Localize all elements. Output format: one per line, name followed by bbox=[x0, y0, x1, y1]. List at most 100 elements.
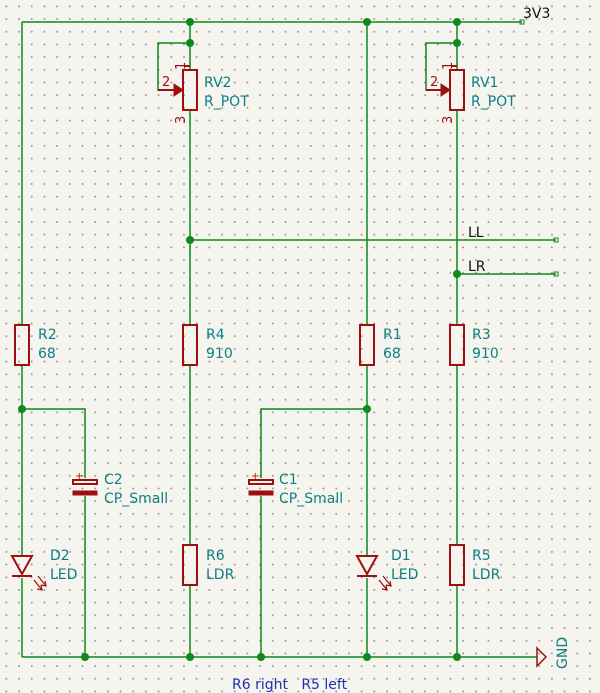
c1-value: CP_Small bbox=[279, 491, 343, 507]
r2-value: 68 bbox=[38, 346, 56, 362]
r6-body bbox=[182, 544, 198, 586]
d1-arrow-icon bbox=[385, 580, 392, 587]
junction-dot bbox=[453, 653, 461, 661]
junction-dot bbox=[257, 653, 265, 661]
c2-capacitor[interactable]: + C2 CP_Small bbox=[72, 471, 168, 507]
d1-arrow-icon bbox=[381, 584, 388, 591]
junction-dot bbox=[363, 405, 371, 413]
rv1-body bbox=[449, 69, 465, 111]
c1-plate-positive bbox=[248, 479, 274, 485]
r3-body bbox=[449, 324, 465, 366]
rv1-pin2: 2 bbox=[430, 75, 438, 90]
rv1-ref: RV1 bbox=[471, 75, 498, 91]
c2-value: CP_Small bbox=[104, 491, 168, 507]
r3-resistor[interactable]: R3 910 bbox=[449, 324, 499, 366]
rv1-value: R_POT bbox=[471, 94, 516, 110]
d1-light-ray bbox=[378, 579, 388, 591]
r2-resistor[interactable]: R2 68 bbox=[14, 324, 57, 366]
d1-light-ray bbox=[382, 575, 392, 587]
rv1-pin3: 3 bbox=[441, 116, 456, 124]
junction-dot bbox=[453, 270, 461, 278]
d2-triangle-icon bbox=[10, 555, 34, 577]
c2-polarity: + bbox=[75, 471, 83, 482]
d1-led[interactable]: D1 LED bbox=[355, 548, 418, 591]
junction-dot bbox=[363, 18, 371, 26]
gnd-symbol[interactable]: GND bbox=[536, 637, 571, 669]
net-lr[interactable]: LR bbox=[468, 259, 559, 277]
r6-value: LDR bbox=[206, 567, 235, 583]
rv2-body bbox=[182, 69, 198, 111]
r5-ref: R5 bbox=[472, 548, 491, 564]
r3-ref: R3 bbox=[472, 327, 491, 343]
junctions bbox=[18, 18, 461, 661]
junction-dot bbox=[186, 236, 194, 244]
d1-triangle-icon bbox=[355, 555, 379, 577]
d2-arrow-icon bbox=[36, 584, 43, 591]
r1-body bbox=[359, 324, 375, 366]
c1-capacitor[interactable]: + C1 CP_Small bbox=[248, 471, 343, 507]
c1-ref: C1 bbox=[279, 472, 298, 488]
net-ll-label: LL bbox=[468, 225, 484, 241]
rv2-value: R_POT bbox=[204, 94, 249, 110]
r4-ref: R4 bbox=[206, 327, 225, 343]
r1-ref: R1 bbox=[383, 327, 402, 343]
d2-light-ray bbox=[33, 579, 43, 591]
wire-c2-top bbox=[22, 408, 86, 478]
c2-plate-positive bbox=[72, 479, 98, 485]
rv2-pin3: 3 bbox=[174, 116, 189, 124]
rv2-potentiometer[interactable]: 1 2 3 RV2 R_POT bbox=[158, 62, 249, 124]
r4-body bbox=[182, 324, 198, 366]
r1-value: 68 bbox=[383, 346, 401, 362]
r4-value: 910 bbox=[206, 346, 233, 362]
gnd-label: GND bbox=[555, 637, 571, 669]
r2-body bbox=[14, 324, 30, 366]
junction-dot bbox=[186, 39, 194, 47]
power-3v3-port bbox=[519, 19, 525, 25]
r5-ldr[interactable]: R5 LDR bbox=[449, 544, 501, 586]
wire-c1-top bbox=[260, 408, 367, 478]
c1-polarity: + bbox=[251, 471, 259, 482]
r4-resistor[interactable]: R4 910 bbox=[182, 324, 233, 366]
junction-dot bbox=[81, 653, 89, 661]
schematic-note: R6 right R5 left bbox=[232, 677, 348, 693]
d1-ref: D1 bbox=[391, 548, 411, 564]
rv1-wiper-arrow-icon bbox=[440, 83, 451, 97]
wires bbox=[21, 21, 556, 658]
rv2-pin1: 1 bbox=[174, 62, 189, 70]
r3-value: 910 bbox=[472, 346, 499, 362]
rv2-pin2: 2 bbox=[162, 75, 170, 90]
r5-value: LDR bbox=[472, 567, 501, 583]
junction-dot bbox=[186, 653, 194, 661]
rv2-wiper-arrow-icon bbox=[173, 83, 184, 97]
d2-arrow-icon bbox=[40, 580, 47, 587]
power-3v3-label: 3V3 bbox=[523, 6, 550, 22]
r5-body bbox=[449, 544, 465, 586]
net-lr-port bbox=[553, 271, 559, 277]
junction-dot bbox=[453, 39, 461, 47]
r2-ref: R2 bbox=[38, 327, 57, 343]
gnd-triangle-icon bbox=[536, 646, 548, 668]
rv1-potentiometer[interactable]: 1 2 3 RV1 R_POT bbox=[426, 62, 516, 124]
r6-ldr[interactable]: R6 LDR bbox=[182, 544, 235, 586]
junction-dot bbox=[18, 405, 26, 413]
r1-resistor[interactable]: R1 68 bbox=[359, 324, 402, 366]
rv2-ref: RV2 bbox=[204, 75, 231, 91]
junction-dot bbox=[453, 18, 461, 26]
c2-ref: C2 bbox=[104, 472, 123, 488]
net-ll[interactable]: LL bbox=[468, 225, 559, 243]
c2-plate-negative bbox=[72, 490, 98, 496]
junction-dot bbox=[186, 18, 194, 26]
d1-value: LED bbox=[391, 567, 418, 583]
junction-dot bbox=[363, 653, 371, 661]
power-3v3[interactable]: 3V3 bbox=[519, 6, 550, 25]
d2-value: LED bbox=[50, 567, 77, 583]
d2-ref: D2 bbox=[50, 548, 70, 564]
net-lr-label: LR bbox=[468, 259, 486, 275]
d2-light-ray bbox=[37, 575, 47, 587]
net-ll-port bbox=[553, 237, 559, 243]
d2-led[interactable]: D2 LED bbox=[10, 548, 77, 591]
rv1-pin1: 1 bbox=[441, 62, 456, 70]
r6-ref: R6 bbox=[206, 548, 225, 564]
c1-plate-negative bbox=[248, 490, 274, 496]
